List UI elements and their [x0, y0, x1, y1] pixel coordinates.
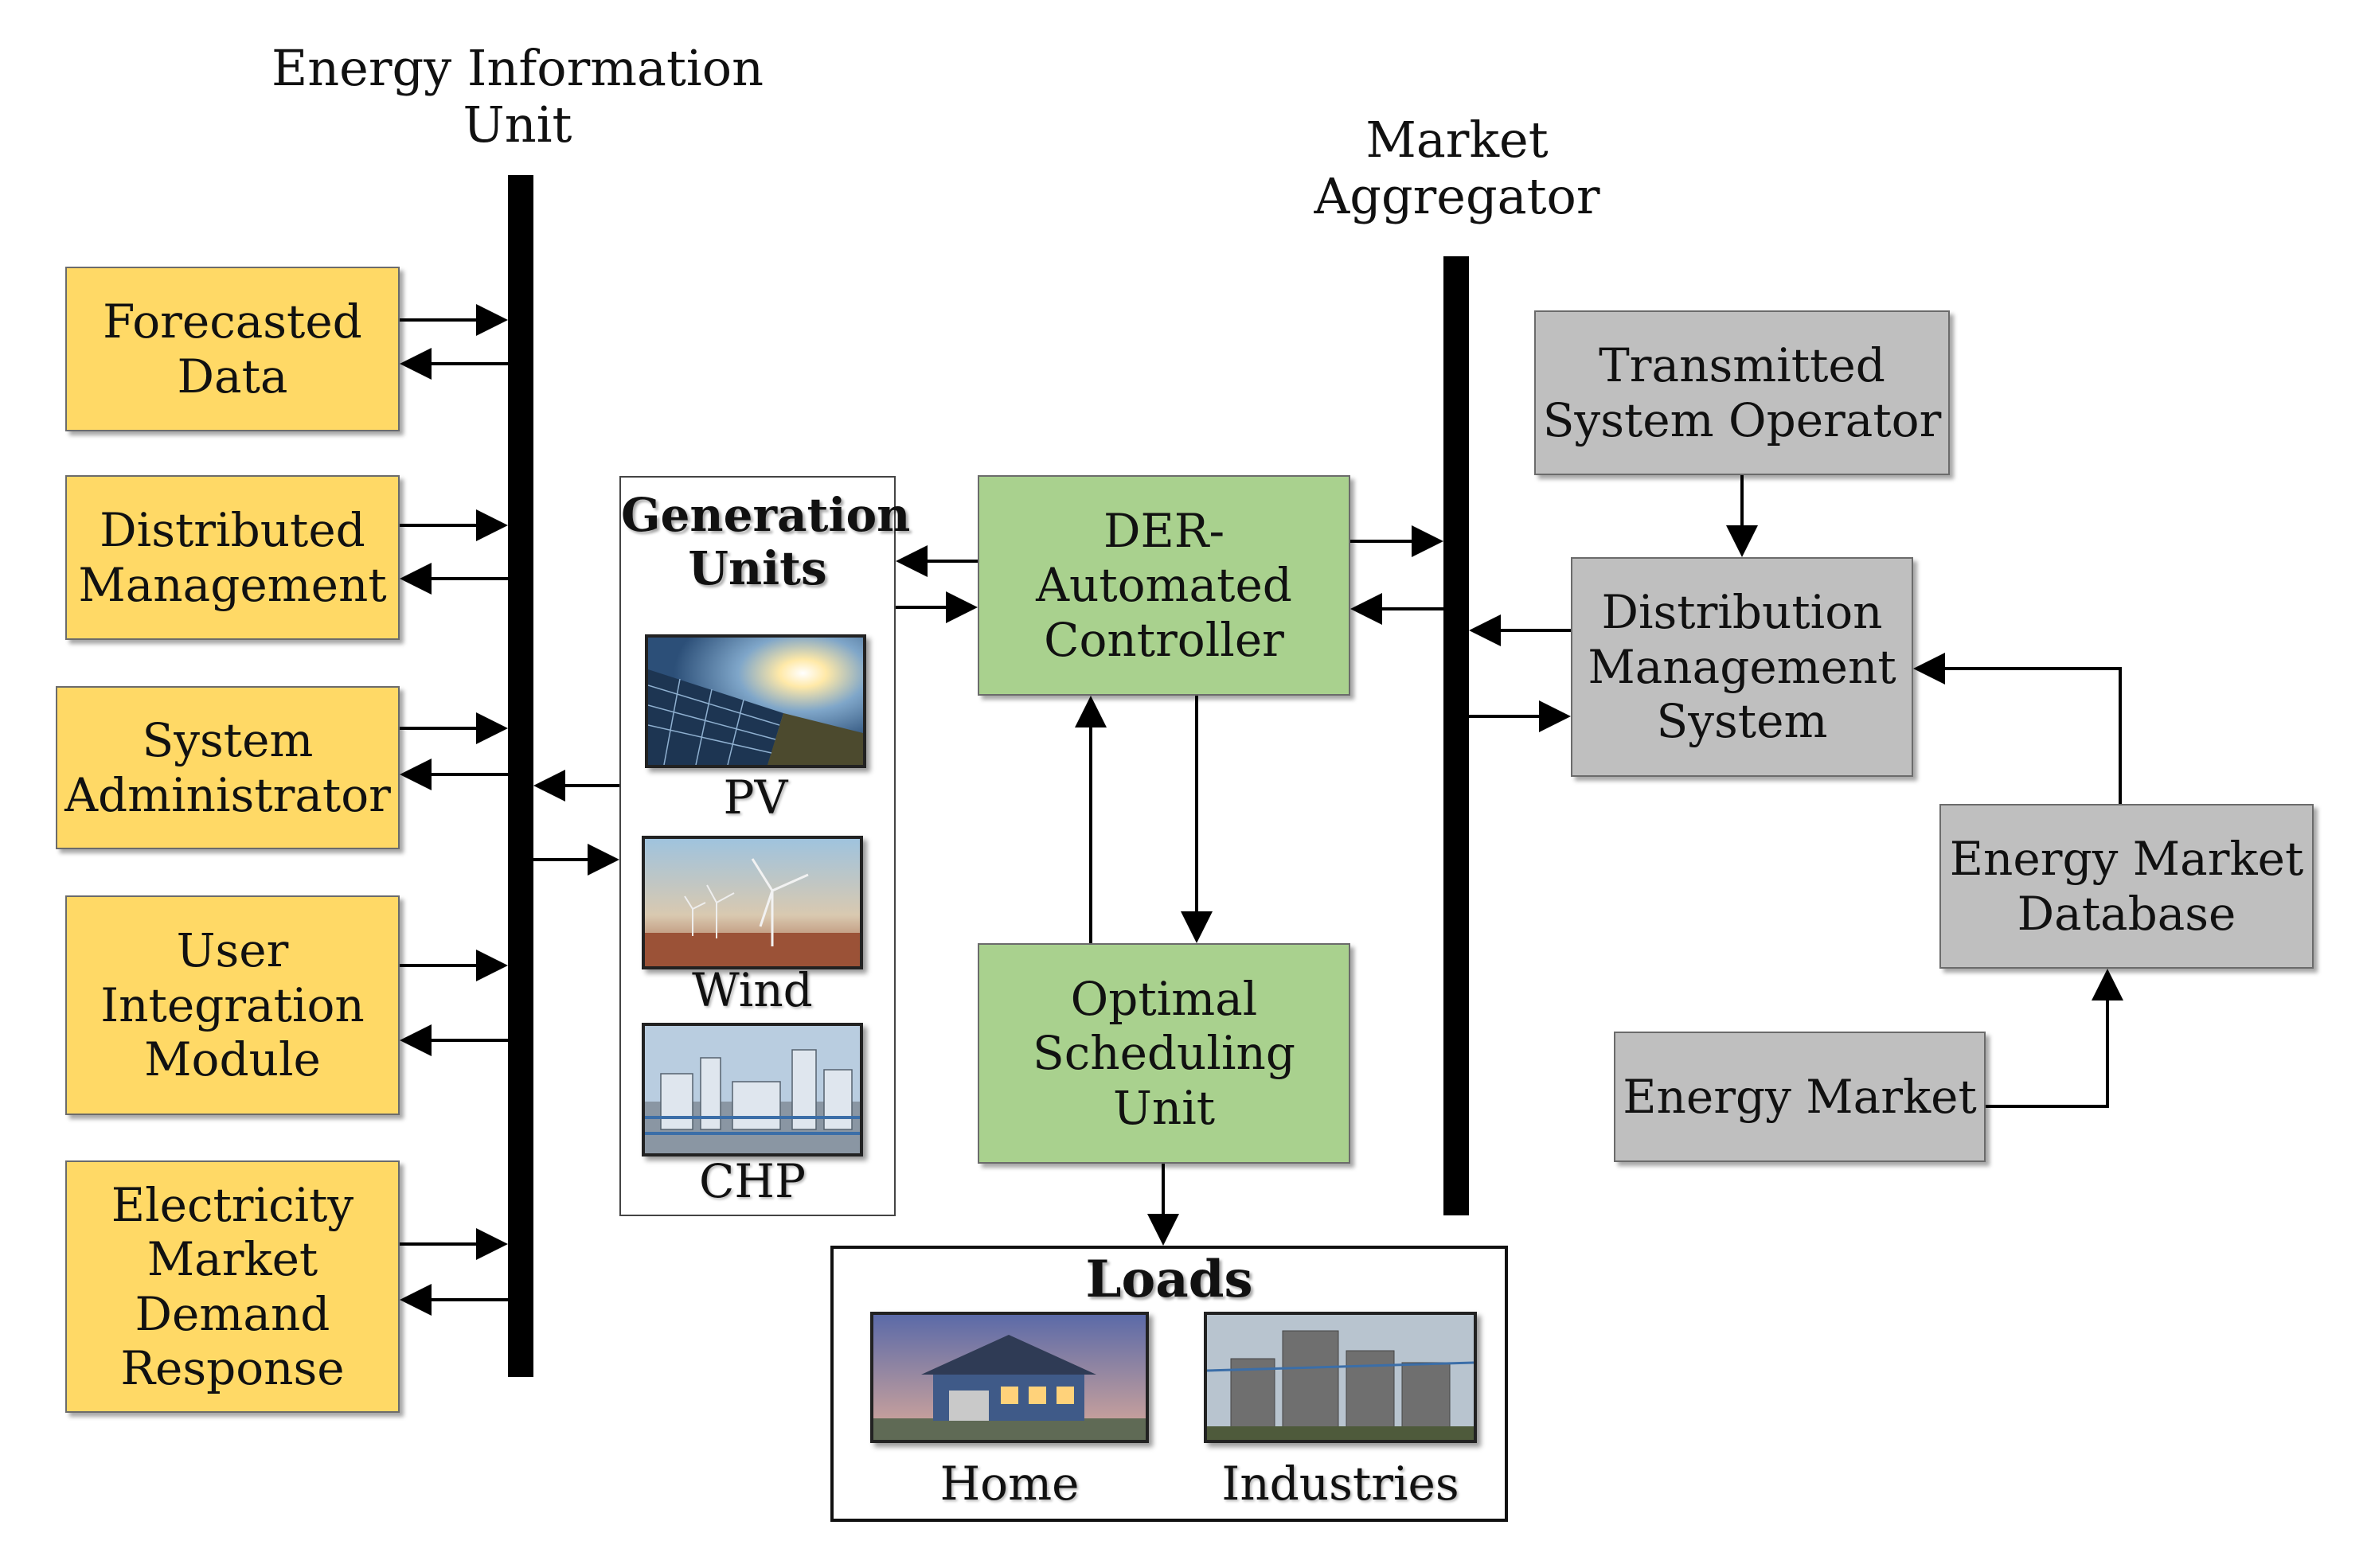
system-administrator-box: System Administrator: [56, 686, 400, 849]
transmitted-system-operator-box: Transmitted System Operator: [1534, 310, 1950, 475]
arrow-market-to-database: [1986, 969, 2123, 1108]
wind-turbine-image: [642, 836, 863, 969]
industries-caption: Industries: [1221, 1457, 1459, 1511]
market-aggregator-label: Market Aggregator: [1314, 111, 1600, 226]
loads-title: Loads: [1085, 1250, 1253, 1309]
arrow-database-to-dms: [1913, 653, 2122, 804]
market-aggregator-bus: [1443, 256, 1469, 1215]
forecasted-data-box: Forecasted Data: [65, 267, 400, 431]
wind-caption: Wind: [692, 963, 813, 1017]
distributed-management-box: Distributed Management: [65, 475, 400, 640]
chp-caption: CHP: [699, 1154, 806, 1208]
optimal-scheduling-unit-box: Optimal Scheduling Unit: [978, 943, 1350, 1164]
energy-market-box: Energy Market: [1614, 1032, 1986, 1162]
energy-information-unit-label: Energy Information Unit: [271, 39, 764, 154]
energy-information-bus: [508, 175, 533, 1377]
energy-market-database-box: Energy Market Database: [1939, 804, 2314, 969]
industries-image: [1204, 1312, 1477, 1443]
pv-solar-panel-image: [645, 634, 866, 768]
der-automated-controller-box: DER- Automated Controller: [978, 475, 1350, 696]
pv-caption: PV: [723, 770, 788, 825]
home-caption: Home: [939, 1457, 1080, 1511]
distribution-management-system-box: Distribution Management System: [1571, 557, 1913, 777]
generation-units-title: Generation Units: [621, 488, 911, 595]
home-image: [870, 1312, 1149, 1443]
user-integration-module-box: User Integration Module: [65, 895, 400, 1115]
chp-plant-image: [642, 1023, 863, 1156]
electricity-market-demand-response-box: Electricity Market Demand Response: [65, 1160, 400, 1413]
